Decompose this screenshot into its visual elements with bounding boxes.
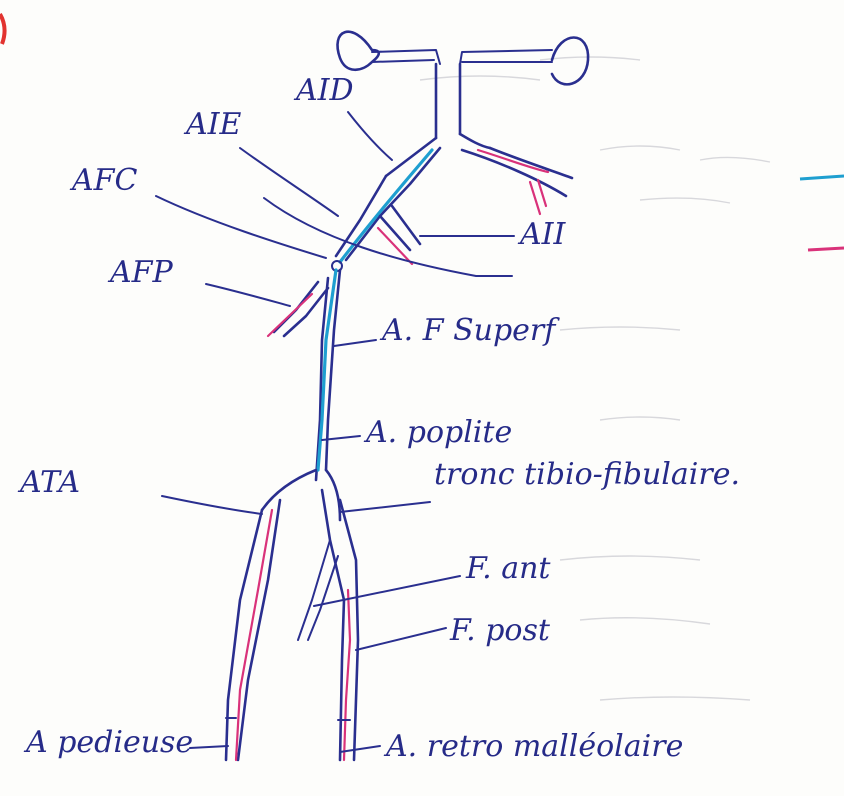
- aorta: [436, 64, 460, 138]
- label-a-retro: A. retro malléolaire: [383, 729, 683, 764]
- tibio-fibular-highlight: [344, 590, 350, 760]
- label-tronc: tronc tibio-fibulaire.: [434, 457, 740, 492]
- left-kidney: [338, 32, 379, 70]
- leader-f-ant: [314, 576, 460, 606]
- iliac-right-branch: [462, 148, 572, 196]
- leader-retro: [340, 746, 380, 752]
- label-afp: AFP: [107, 255, 173, 290]
- leader-afp: [206, 284, 290, 306]
- label-ata: ATA: [17, 465, 80, 500]
- right-kidney: [552, 38, 588, 85]
- renal-vein-left: [372, 60, 434, 62]
- corner-red-mark: [0, 14, 5, 44]
- leader-f-post: [356, 628, 446, 650]
- label-f-ant: F. ant: [465, 551, 551, 586]
- legend-blue-stroke: [800, 176, 844, 179]
- leader-afc: [156, 196, 326, 258]
- iliac-right-pink-ticks: [530, 180, 546, 214]
- leg-crossing-ticks: [226, 718, 350, 720]
- label-afc: AFC: [69, 163, 137, 198]
- label-aie: AIE: [183, 107, 242, 142]
- label-f-post: F. post: [449, 613, 551, 648]
- label-a-pedieuse: A pedieuse: [23, 725, 193, 760]
- leader-ata: [162, 496, 262, 514]
- deep-femoral: [274, 282, 328, 336]
- leader-aie: [240, 148, 338, 216]
- label-aid: AID: [293, 73, 354, 108]
- anterior-tibial: [226, 500, 280, 760]
- leader-aid: [348, 112, 392, 160]
- label-a-poplite: A. poplite: [363, 415, 512, 450]
- fibular-ant-branch: [298, 540, 338, 640]
- tibial-split: [262, 470, 340, 520]
- label-af-superf: A. F Superf: [379, 313, 560, 348]
- legend-pink-stroke: [808, 248, 844, 250]
- internal-iliac: [380, 206, 420, 250]
- leader-af-superf: [334, 340, 376, 346]
- leader-pedieuse: [190, 746, 228, 748]
- leader-tronc: [340, 502, 430, 512]
- label-aii: AII: [517, 217, 567, 252]
